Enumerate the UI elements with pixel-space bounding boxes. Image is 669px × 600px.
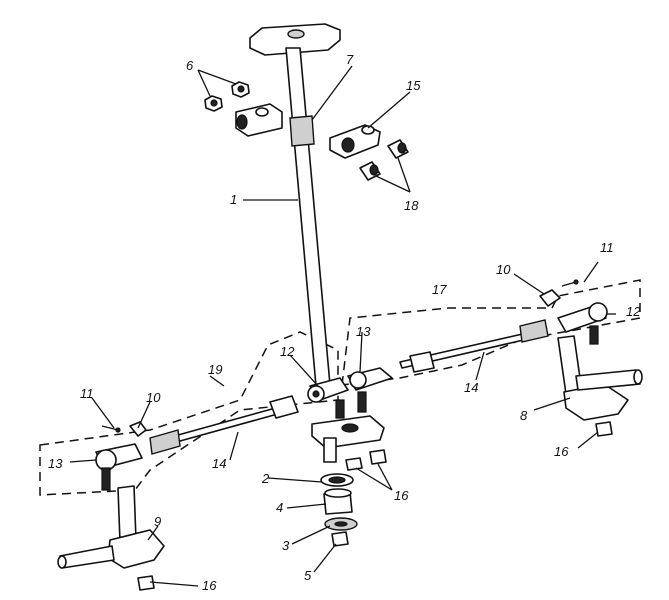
bearing-stack <box>320 473 358 547</box>
callout-10-right: 10 <box>496 262 511 277</box>
cotter-pins-11 <box>101 279 579 433</box>
center-tie-rod-ends <box>307 367 393 419</box>
tie-rod-end-right <box>539 289 608 345</box>
pitman-arm-block <box>311 415 385 463</box>
spindle-right <box>557 335 643 421</box>
callout-14-right: 14 <box>464 380 478 395</box>
callout-15: 15 <box>406 78 421 93</box>
shaft-clamp-left <box>235 103 283 137</box>
callout-16-right: 16 <box>554 444 569 459</box>
group-outline-17 <box>341 279 641 386</box>
callout-5: 5 <box>304 568 312 583</box>
callout-1: 1 <box>230 192 237 207</box>
callout-4: 4 <box>276 500 283 515</box>
callout-13-left: 13 <box>48 456 63 471</box>
callout-16-center: 16 <box>394 488 409 503</box>
callout-16-left: 16 <box>202 578 217 593</box>
callout-9: 9 <box>154 514 161 529</box>
bushings-18 <box>359 139 409 181</box>
steering-shaft <box>285 47 331 387</box>
callout-12-left: 12 <box>280 344 295 359</box>
callout-13-center: 13 <box>356 324 371 339</box>
callout-14-left: 14 <box>212 456 226 471</box>
callout-10-left: 10 <box>146 390 161 405</box>
callout-6: 6 <box>186 58 194 73</box>
callout-17: 17 <box>432 282 447 297</box>
shaft-clamp-right <box>329 124 381 159</box>
callout-7: 7 <box>346 52 354 67</box>
nuts-6 <box>204 81 250 112</box>
callout-8: 8 <box>520 408 528 423</box>
callout-3: 3 <box>282 538 290 553</box>
spindle-left <box>57 485 165 569</box>
callout-19: 19 <box>208 362 222 377</box>
nuts-16 <box>137 421 613 591</box>
leader-lines <box>69 65 616 587</box>
tie-rod-left <box>149 395 299 455</box>
callout-11-left: 11 <box>80 386 94 401</box>
callout-11-right: 11 <box>600 240 614 255</box>
tie-rod-end-left <box>95 421 147 491</box>
tie-rod-right <box>399 319 549 373</box>
callout-2: 2 <box>261 471 270 486</box>
callout-18: 18 <box>404 198 419 213</box>
callout-12-right: 12 <box>626 304 641 319</box>
callout-labels: 1 6 7 15 18 11 10 13 14 19 9 16 12 13 2 … <box>48 52 641 593</box>
